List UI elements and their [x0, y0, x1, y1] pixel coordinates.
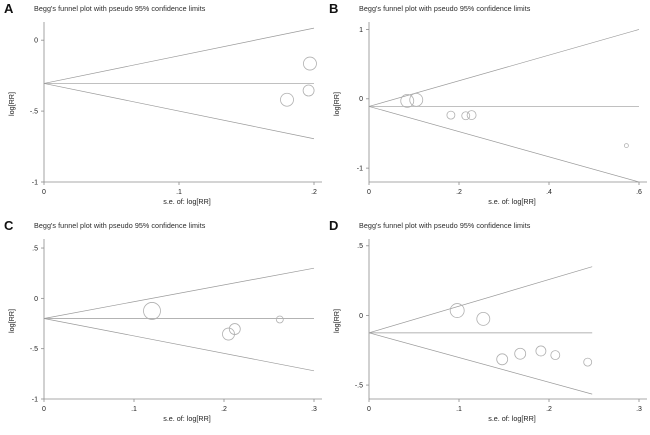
- x-tick-label: .1: [131, 406, 137, 413]
- y-tick-label: 1: [359, 27, 363, 34]
- y-axis-ticks: 1 0 -1: [357, 27, 369, 173]
- study-point: [550, 350, 561, 361]
- x-tick-label: 0: [42, 189, 46, 196]
- x-tick-label: 0: [367, 189, 371, 196]
- study-points: [280, 56, 317, 107]
- study-point: [449, 303, 465, 318]
- y-axis-title: log[RR]: [7, 92, 16, 116]
- y-tick-label: .5: [32, 245, 38, 252]
- study-point: [143, 302, 161, 320]
- x-axis-title: s.e. of: log[RR]: [163, 197, 211, 206]
- y-axis-title: log[RR]: [7, 309, 16, 333]
- y-axis-title: log[RR]: [332, 309, 341, 333]
- y-axis-ticks: .5 0 -.5 -1: [30, 245, 44, 403]
- x-axis-ticks: 0 .1 .2 .3: [42, 399, 317, 413]
- study-point: [461, 111, 471, 121]
- funnel-plot-canvas: 0 -.5 -1 0 .1 .2 s.e. of: log[RR] log[RR]: [7, 22, 322, 206]
- y-tick-label: .5: [357, 243, 363, 250]
- axes: [368, 22, 647, 183]
- x-tick-label: .3: [311, 406, 317, 413]
- panel-letter: D: [329, 218, 339, 233]
- panel-c: C Begg's funnel plot with pseudo 95% conf…: [0, 217, 325, 434]
- study-point: [476, 312, 491, 326]
- y-tick-label: -.5: [30, 346, 38, 353]
- study-point: [535, 345, 547, 357]
- x-tick-label: .2: [546, 406, 552, 413]
- pseudo-95-confidence-limits: [368, 29, 640, 183]
- y-axis-title: log[RR]: [332, 92, 341, 116]
- x-tick-label: .3: [636, 406, 642, 413]
- study-point: [466, 110, 477, 120]
- study-point: [409, 92, 424, 107]
- funnel-plot-canvas: 1 0 -1 0 .2 .4 .6 s.e. of: log[RR] log[RR]: [332, 22, 647, 206]
- panel-letter: B: [329, 1, 339, 16]
- funnel-plot-canvas: .5 0 -.5 0 .1 .2 .3 s.e. of: log[RR] log[RR]: [332, 239, 647, 423]
- x-axis-title: s.e. of: log[RR]: [488, 197, 536, 206]
- panel-title: Begg's funnel plot with pseudo 95% confi…: [359, 4, 531, 13]
- y-tick-label: -.5: [30, 108, 38, 115]
- axes: [43, 239, 322, 400]
- x-axis-ticks: 0 .1 .2 .3: [367, 399, 642, 413]
- x-tick-label: .4: [546, 189, 552, 196]
- x-tick-label: .2: [456, 189, 462, 196]
- study-point: [623, 143, 629, 149]
- x-axis-ticks: 0 .1 .2: [42, 182, 317, 196]
- x-tick-label: .2: [221, 406, 227, 413]
- x-tick-label: .1: [176, 189, 182, 196]
- study-points: [143, 302, 284, 341]
- panel-b: B Begg's funnel plot with pseudo 95% conf…: [325, 0, 650, 217]
- panel-a: A Begg's funnel plot with pseudo 95% conf…: [0, 0, 325, 217]
- y-tick-label: -.5: [355, 382, 363, 389]
- study-point: [514, 347, 527, 360]
- y-axis-ticks: .5 0 -.5: [355, 243, 369, 389]
- study-point: [583, 357, 593, 367]
- axes: [368, 239, 647, 400]
- y-tick-label: -1: [32, 396, 38, 403]
- study-points: [449, 303, 593, 367]
- x-tick-label: .6: [636, 189, 642, 196]
- x-axis-title: s.e. of: log[RR]: [163, 414, 211, 423]
- y-tick-label: 0: [34, 38, 38, 45]
- study-point: [275, 315, 284, 324]
- x-tick-label: .1: [456, 406, 462, 413]
- study-point: [302, 84, 315, 97]
- x-axis-ticks: 0 .2 .4 .6: [367, 182, 642, 196]
- panel-d: D Begg's funnel plot with pseudo 95% conf…: [325, 217, 650, 434]
- study-point: [400, 93, 415, 108]
- study-point: [446, 110, 456, 120]
- x-tick-label: .2: [311, 189, 317, 196]
- pseudo-95-confidence-limits: [43, 27, 315, 140]
- panel-letter: C: [4, 218, 14, 233]
- y-tick-label: -1: [357, 166, 363, 173]
- panel-letter: A: [4, 1, 14, 16]
- study-point: [228, 323, 241, 335]
- x-tick-label: 0: [42, 406, 46, 413]
- study-point: [303, 56, 317, 71]
- study-point: [280, 92, 294, 107]
- study-point: [222, 327, 235, 341]
- pseudo-95-confidence-limits: [43, 267, 315, 372]
- x-tick-label: 0: [367, 406, 371, 413]
- y-tick-label: 0: [359, 96, 363, 103]
- x-axis-title: s.e. of: log[RR]: [488, 414, 536, 423]
- study-points: [400, 92, 629, 149]
- pseudo-95-confidence-limits: [368, 266, 593, 395]
- y-tick-label: -1: [32, 179, 38, 186]
- axes: [43, 22, 322, 183]
- study-point: [496, 353, 509, 366]
- panel-title: Begg's funnel plot with pseudo 95% confi…: [34, 221, 206, 230]
- y-tick-label: 0: [34, 296, 38, 303]
- y-axis-ticks: 0 -.5 -1: [30, 38, 44, 186]
- y-tick-label: 0: [359, 313, 363, 320]
- panel-title: Begg's funnel plot with pseudo 95% confi…: [34, 4, 206, 13]
- panel-title: Begg's funnel plot with pseudo 95% confi…: [359, 221, 531, 230]
- funnel-plot-canvas: .5 0 -.5 -1 0 .1 .2 .3 s.e. of: log[RR] log[RR]: [7, 239, 322, 423]
